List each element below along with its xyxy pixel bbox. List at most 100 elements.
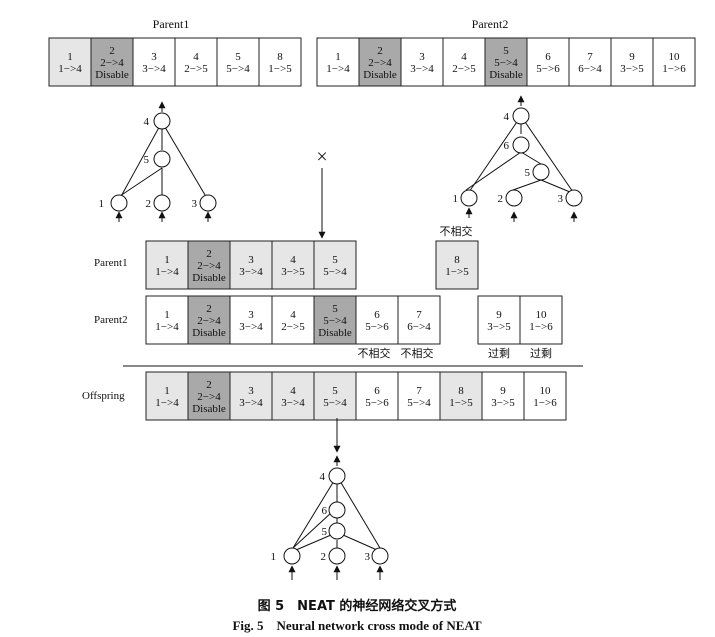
gene-connection: 5−>6 [536,63,560,75]
gene-status: Disable [318,327,352,339]
parent2-title: Parent2 [472,17,509,31]
gene-6: 65−>6 [355,295,399,345]
annotation-disjoint-1: 不相交 [358,346,391,360]
gene-connection: 2−>5 [452,63,476,75]
node-1 [110,194,128,212]
annotation-disjoint-top: 不相交 [440,224,473,238]
gene-status: Disable [489,69,523,81]
gene-innovation: 5 [235,51,241,63]
node-6 [328,501,346,519]
node-3 [371,547,389,565]
gene-connection: 5−>4 [323,397,347,409]
gene-5: 55−>4 [216,37,260,87]
node-3 [565,189,583,207]
node-label-2: 2 [498,193,504,205]
gene-connection: 2−>4 [100,57,124,69]
node-5 [532,163,550,181]
gene-5: 55−>4 [313,240,357,290]
gene-innovation: 1 [164,254,170,266]
gene-connection: 2−>4 [197,315,221,327]
gene-connection: 1−>6 [662,63,686,75]
gene-innovation: 8 [277,51,283,63]
node-6 [512,136,530,154]
gene-innovation: 9 [629,51,635,63]
gene-innovation: 3 [248,385,254,397]
gene-connection: 5−>4 [494,57,518,69]
gene-connection: 3−>4 [239,266,263,278]
gene-7: 76−>4 [397,295,441,345]
node-1 [460,189,478,207]
gene-connection: 3−>4 [410,63,434,75]
node-4 [512,107,530,125]
gene-innovation: 4 [461,51,467,63]
gene-innovation: 5 [332,385,338,397]
gene-innovation: 1 [164,385,170,397]
gene-innovation: 3 [151,51,157,63]
node-2 [153,194,171,212]
gene-innovation: 7 [416,309,422,321]
gene-1: 11−>4 [145,295,189,345]
gene-10: 101−>6 [652,37,696,87]
node-label-5: 5 [144,154,150,166]
gene-connection: 2−>5 [184,63,208,75]
node-4 [328,467,346,485]
gene-connection: 5−>4 [323,315,347,327]
annotation-disjoint-2: 不相交 [401,346,434,360]
gene-9: 93−>5 [481,371,525,421]
gene-1: 11−>4 [316,37,360,87]
node-label-1: 1 [453,193,459,205]
gene-innovation: 8 [454,254,460,266]
gene-innovation: 8 [458,385,464,397]
gene-1: 11−>4 [145,240,189,290]
node-5 [153,150,171,168]
gene-innovation: 1 [335,51,341,63]
gene-innovation: 5 [332,303,338,315]
node-label-2: 2 [146,198,152,210]
node-label-4: 4 [320,471,326,483]
gene-9: 93−>5 [477,295,521,345]
caption-en: Fig. 5 Neural network cross mode of NEAT [232,618,481,633]
gene-connection: 5−>6 [365,321,389,333]
gene-4: 42−>5 [174,37,218,87]
annotation-excess-1: 过剩 [488,347,510,360]
gene-connection: 1−>4 [155,266,179,278]
gene-innovation: 4 [290,385,296,397]
gene-connection: 1−>5 [449,397,473,409]
genome-aligned-parent2: 11−>422−>4Disable33−>442−>555−>4Disable6… [145,295,441,345]
gene-innovation: 3 [248,254,254,266]
gene-innovation: 2 [206,303,212,315]
gene-1: 11−>4 [145,371,189,421]
gene-status: Disable [363,69,397,81]
gene-connection: 1−>6 [533,397,557,409]
node-5 [328,522,346,540]
gene-connection: 1−>6 [529,321,553,333]
gene-connection: 1−>4 [155,397,179,409]
node-label-5: 5 [525,167,531,179]
gene-innovation: 1 [67,51,73,63]
gene-status: Disable [192,403,226,415]
gene-status: Disable [95,69,129,81]
gene-connection: 5−>4 [407,397,431,409]
gene-connection: 3−>5 [487,321,511,333]
gene-connection: 3−>5 [620,63,644,75]
gene-innovation: 10 [536,309,548,321]
node-label-6: 6 [322,505,328,517]
node-label-3: 3 [192,198,198,210]
network-parent1: 4 5 1 2 3 [99,101,217,222]
genome-aligned-parent2-extra: 93−>5 101−>6 [477,295,563,345]
node-label-4: 4 [144,116,150,128]
gene-innovation: 9 [496,309,502,321]
gene-innovation: 1 [164,309,170,321]
caption-zh: 图 5 NEAT 的神经网络交叉方式 [258,598,457,614]
gene-1: 11−>4 [48,37,92,87]
genome-offspring: 11−>422−>4Disable33−>443−>455−>465−>675−… [145,371,567,421]
network-parent2: 4 6 5 1 2 3 [453,95,583,222]
gene-innovation: 3 [419,51,425,63]
node-label-6: 6 [504,140,510,152]
gene-8: 81−>5 [439,371,483,421]
